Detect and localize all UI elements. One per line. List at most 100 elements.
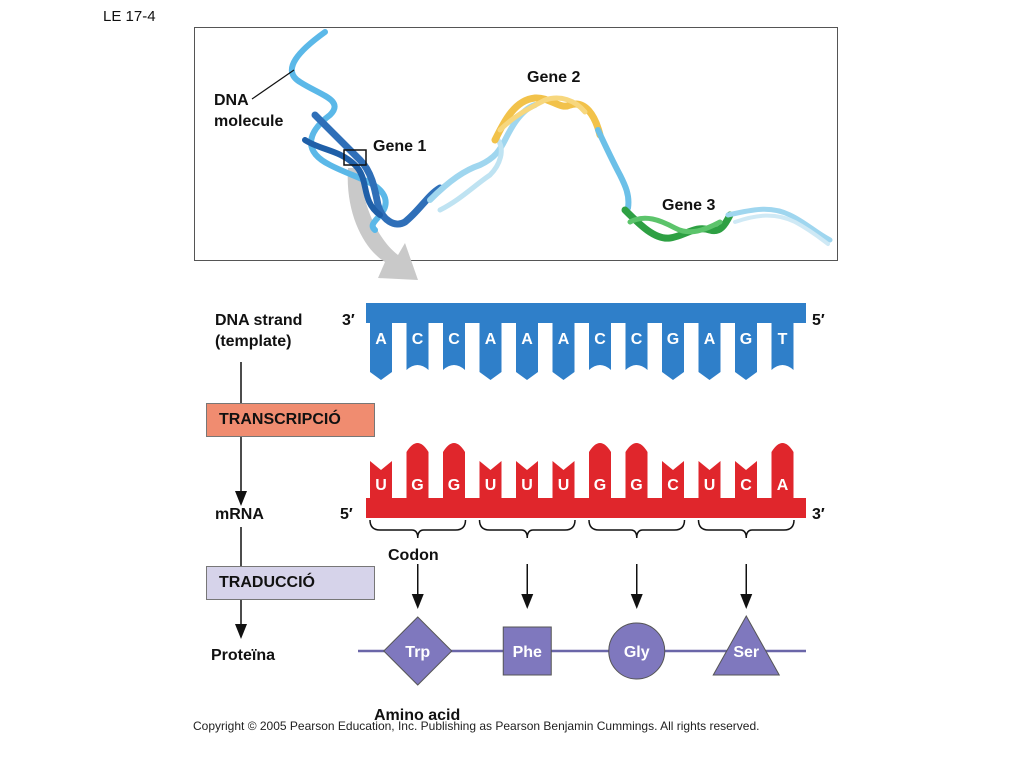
mrna-base-letter: C [740, 477, 752, 494]
mrna-base: A [771, 443, 794, 498]
dna-base-shape [479, 323, 502, 380]
dna-strand-label-line2: (template) [215, 333, 292, 350]
dna-base: A [479, 323, 502, 380]
dna-molecule-label: DNA molecule [214, 90, 283, 132]
mrna-base: G [443, 443, 465, 498]
protein-label: Proteïna [211, 647, 276, 664]
mrna-base-letter: U [704, 477, 716, 494]
amino-circle [608, 622, 666, 680]
mrna-base-letter: U [521, 477, 533, 494]
translation-step: TRADUCCIÓ [206, 566, 375, 600]
mrna-base: U [552, 461, 575, 498]
dna-base: C [589, 323, 611, 370]
mrna-base: G [589, 443, 611, 498]
helix-middle [427, 102, 538, 203]
amino-diamond [383, 616, 453, 686]
mrna-base-letter: U [558, 477, 570, 494]
mrna-left-end: 5′ [340, 506, 353, 523]
mrna-base-shape [479, 461, 502, 498]
dna-base: A [698, 323, 721, 380]
dna-molecule-illustration [251, 29, 833, 280]
dna-base-letter: A [485, 331, 497, 348]
mrna-base-letter: G [448, 477, 460, 494]
mrna-base: G [625, 443, 648, 498]
dna-strand-label: DNA strand (template) [215, 310, 302, 352]
mrna-base: U [479, 461, 502, 498]
helix-middle-2 [437, 137, 504, 213]
dna-base: A [552, 323, 575, 380]
dna-base-shape [552, 323, 575, 380]
codon-brace [697, 519, 795, 539]
mrna-base-shape [698, 461, 721, 498]
dna-label-line2: molecule [214, 113, 284, 130]
dna-label-line1: DNA [214, 92, 249, 109]
mrna-label: mRNA [215, 506, 264, 523]
dna-base-letter: A [558, 331, 570, 348]
dna-base-letter: C [631, 331, 643, 348]
zoom-box [343, 149, 367, 166]
dna-right-end: 5′ [812, 312, 825, 329]
dna-base: C [625, 323, 648, 370]
helix-tail [725, 206, 833, 243]
transcription-step: TRANSCRIPCIÓ [206, 403, 375, 437]
dna-base: A [370, 323, 392, 380]
dna-base: C [406, 323, 429, 370]
mrna-base-shape [662, 461, 684, 498]
dna-base-shape [406, 323, 429, 370]
helix-strand-gene1 [311, 111, 444, 228]
mrna-base: G [406, 443, 429, 498]
dna-base-shape [370, 323, 392, 380]
helix-right [595, 127, 632, 211]
zoom-arrow [347, 168, 418, 280]
codon-arrow-head [411, 594, 424, 609]
helix-strand-top [288, 29, 389, 233]
amino-square [502, 626, 552, 676]
helix-gene3b [627, 215, 723, 235]
dna-base-letter: G [740, 331, 752, 348]
gene1-label: Gene 1 [373, 138, 427, 155]
amino-acid: Gly [608, 622, 666, 680]
codon-arrow-head [630, 594, 643, 609]
mrna-base: C [735, 461, 757, 498]
dna-base: C [443, 323, 465, 370]
dna-base-shape [698, 323, 721, 380]
dna-base: G [662, 323, 684, 380]
dna-molecule-panel [194, 27, 838, 261]
mrna-backbone [366, 498, 806, 518]
amino-acid: Trp [383, 616, 453, 686]
dna-base-letter: C [412, 331, 424, 348]
mrna-base-letter: A [777, 477, 789, 494]
mrna-base-letter: G [411, 477, 423, 494]
dna-base-shape [662, 323, 684, 380]
amino-acid-label: Amino acid [374, 707, 460, 724]
mrna-base-letter: U [375, 477, 387, 494]
dna-base: G [735, 323, 757, 380]
amino-acid-name: Gly [624, 644, 650, 661]
dna-backbone [366, 303, 806, 323]
gene3-label: Gene 3 [662, 197, 716, 214]
mrna-base-shape [625, 443, 648, 498]
dna-base: A [516, 323, 538, 380]
dna-base-shape [735, 323, 757, 380]
mrna-base-letter: U [485, 477, 497, 494]
codon-brace [369, 519, 467, 539]
codon-brace [588, 519, 686, 539]
codon-brace [478, 519, 576, 539]
amino-acid-name: Ser [733, 644, 759, 661]
mrna-base: U [516, 461, 538, 498]
codon-arrow-head [740, 594, 753, 609]
amino-acid-name: Phe [513, 644, 542, 661]
dna-base-letter: A [375, 331, 387, 348]
amino-acid: Ser [712, 614, 781, 676]
dna-strand-label-line1: DNA strand [215, 312, 303, 329]
mrna-base-shape [735, 461, 757, 498]
dna-base-shape [516, 323, 538, 380]
dna-base-letter: G [667, 331, 679, 348]
codon-label: Codon [388, 547, 439, 564]
helix-tail2 [733, 213, 830, 246]
amino-acid-name: Trp [405, 644, 430, 661]
dna-base-letter: A [521, 331, 533, 348]
mrna-base-shape [771, 443, 794, 498]
gene2-label: Gene 2 [527, 69, 581, 86]
